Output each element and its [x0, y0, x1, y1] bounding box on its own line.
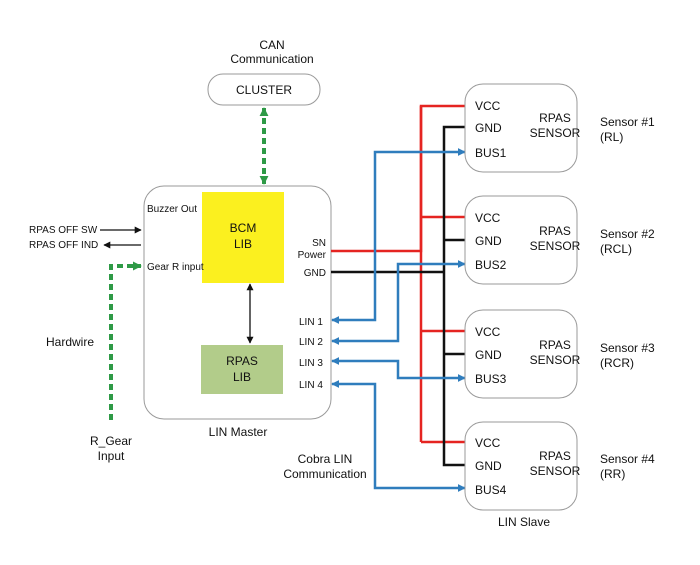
sensor-4-name: Sensor #4 — [600, 452, 655, 466]
lin-master-box — [143, 185, 332, 420]
sensor-1-vcc: VCC — [475, 99, 501, 113]
sensor-1-type-line2: SENSOR — [530, 126, 581, 140]
rpas-off-sw-label: RPAS OFF SW — [29, 225, 98, 236]
sensor-2-gnd: GND — [475, 234, 502, 248]
lin2-port-label: LIN 2 — [299, 337, 323, 348]
sensor-4-type-line2: SENSOR — [530, 464, 581, 478]
sensor-1-name: Sensor #1 — [600, 115, 655, 129]
sn-power-label-line1: SN — [312, 238, 326, 249]
rpas-lib-line1: RPAS — [226, 354, 258, 368]
sensor-1-box — [464, 83, 578, 173]
rpas-lib-block — [201, 345, 283, 394]
sensor-2-vcc: VCC — [475, 211, 501, 225]
sensor-3-gnd: GND — [475, 348, 502, 362]
cobra-lin-label-line2: Communication — [283, 467, 366, 481]
bcm-lib-block — [202, 192, 284, 283]
sensor-1-position: (RL) — [600, 130, 623, 144]
sensor-2: VCC GND BUS2 RPAS SENSOR Sensor #2 (RCL) — [464, 195, 655, 285]
sensor-3-box — [464, 309, 578, 399]
sensor-3-position: (RCR) — [600, 356, 634, 370]
hardwire-label: Hardwire — [46, 335, 94, 349]
sensor-4-vcc: VCC — [475, 436, 501, 450]
sensor-3-bus: BUS3 — [475, 372, 507, 386]
sensor-4-type-line1: RPAS — [539, 449, 571, 463]
rpas-off-ind-label: RPAS OFF IND — [29, 240, 98, 251]
lin2-bus-line — [331, 260, 466, 345]
gear-r-input-label: Gear R input — [147, 262, 204, 273]
sensor-2-position: (RCL) — [600, 242, 632, 256]
lin4-port-label: LIN 4 — [299, 380, 323, 391]
sensor-1: VCC GND BUS1 RPAS SENSOR Sensor #1 (RL) — [464, 83, 655, 173]
sensor-3-type-line1: RPAS — [539, 338, 571, 352]
lin1-port-label: LIN 1 — [299, 317, 323, 328]
sensor-3-type-line2: SENSOR — [530, 353, 581, 367]
rpas-lib-line2: LIB — [233, 370, 251, 384]
bcm-lib-line1: BCM — [230, 221, 257, 235]
cluster-node — [207, 73, 321, 106]
sensor-4-box — [464, 421, 578, 511]
sn-power-label-line2: Power — [298, 250, 327, 261]
sensor-4-gnd: GND — [475, 459, 502, 473]
can-label-line2: Communication — [230, 52, 313, 66]
sensor-3-vcc: VCC — [475, 325, 501, 339]
lin-master-label: LIN Master — [209, 425, 268, 439]
master-gnd-label: GND — [304, 268, 326, 279]
sensor-1-bus: BUS1 — [475, 146, 507, 160]
cluster-label: CLUSTER — [236, 83, 292, 97]
sensor-1-type-line1: RPAS — [539, 111, 571, 125]
can-label-line1: CAN — [259, 38, 284, 52]
cobra-lin-label-line1: Cobra LIN — [298, 452, 353, 466]
sensor-4-position: (RR) — [600, 467, 625, 481]
r-gear-label-line1: R_Gear — [90, 434, 132, 448]
sensor-4: VCC GND BUS4 RPAS SENSOR Sensor #4 (RR) — [464, 421, 655, 511]
sensor-2-bus: BUS2 — [475, 258, 507, 272]
bcm-lib-line2: LIB — [234, 237, 252, 251]
r-gear-hardwire-link — [109, 261, 142, 420]
sensor-3-name: Sensor #3 — [600, 341, 655, 355]
lin-bus-wiring — [331, 148, 466, 492]
lin3-port-label: LIN 3 — [299, 358, 323, 369]
sensor-2-name: Sensor #2 — [600, 227, 655, 241]
sensor-2-box — [464, 195, 578, 285]
lin4-bus-line — [331, 380, 466, 492]
sensor-2-type-line2: SENSOR — [530, 239, 581, 253]
sensor-3: VCC GND BUS3 RPAS SENSOR Sensor #3 (RCR) — [464, 309, 655, 399]
sensor-1-gnd: GND — [475, 121, 502, 135]
lin-slave-label: LIN Slave — [498, 515, 550, 529]
sensor-4-bus: BUS4 — [475, 483, 507, 497]
buzzer-out-label: Buzzer Out — [147, 204, 197, 215]
sensor-2-type-line1: RPAS — [539, 224, 571, 238]
lin3-bus-line — [331, 357, 466, 382]
r-gear-label-line2: Input — [98, 449, 125, 463]
